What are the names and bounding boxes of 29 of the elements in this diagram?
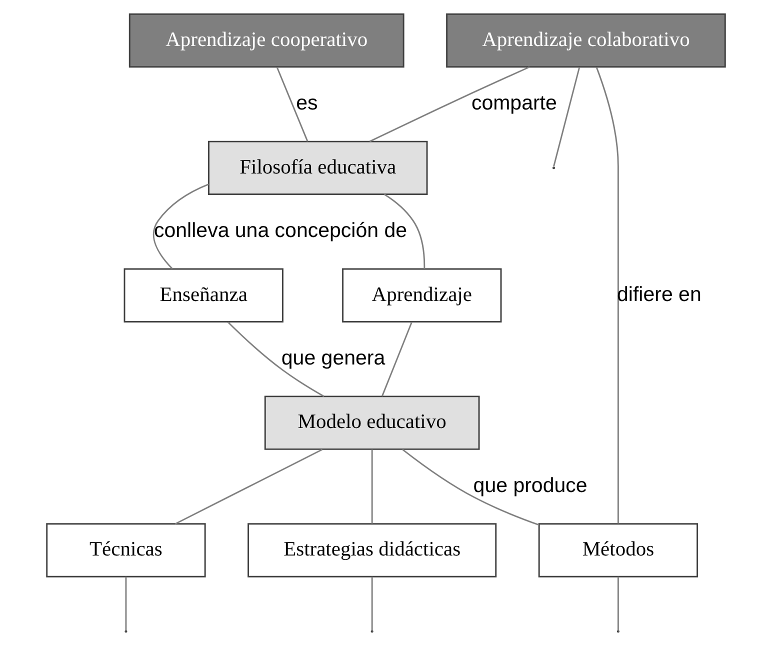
edge-label: que produce xyxy=(473,474,588,497)
node-box: Técnicas xyxy=(46,523,206,578)
edge-label: comparte xyxy=(471,92,557,115)
node-box: Aprendizaje xyxy=(342,268,502,322)
connector xyxy=(384,194,426,269)
connector xyxy=(125,576,127,631)
connector xyxy=(369,66,530,142)
connector xyxy=(174,448,323,525)
node-box: Modelo educativo xyxy=(264,396,480,450)
connector xyxy=(402,448,540,526)
connector xyxy=(381,322,412,396)
connector xyxy=(553,66,580,166)
node-box: Filosofía educativa xyxy=(208,140,428,196)
node-box: Aprendizaje cooperativo xyxy=(128,13,404,68)
connector xyxy=(371,449,373,524)
connector xyxy=(227,322,324,398)
node-box: Estrategias didácticas xyxy=(248,523,497,578)
connector xyxy=(371,576,373,631)
edge-label: difiere en xyxy=(617,282,702,306)
edge-label: que genera xyxy=(281,346,386,370)
node-box: Enseñanza xyxy=(124,268,284,322)
node-box: Métodos xyxy=(538,523,698,578)
node-box: Aprendizaje colaborativo xyxy=(446,13,726,68)
connector xyxy=(152,184,209,270)
edge-label: es xyxy=(296,92,318,115)
edge-label: conlleva una concepción de xyxy=(154,219,408,242)
connector xyxy=(617,576,619,631)
connector xyxy=(596,66,619,524)
connector xyxy=(276,66,308,142)
